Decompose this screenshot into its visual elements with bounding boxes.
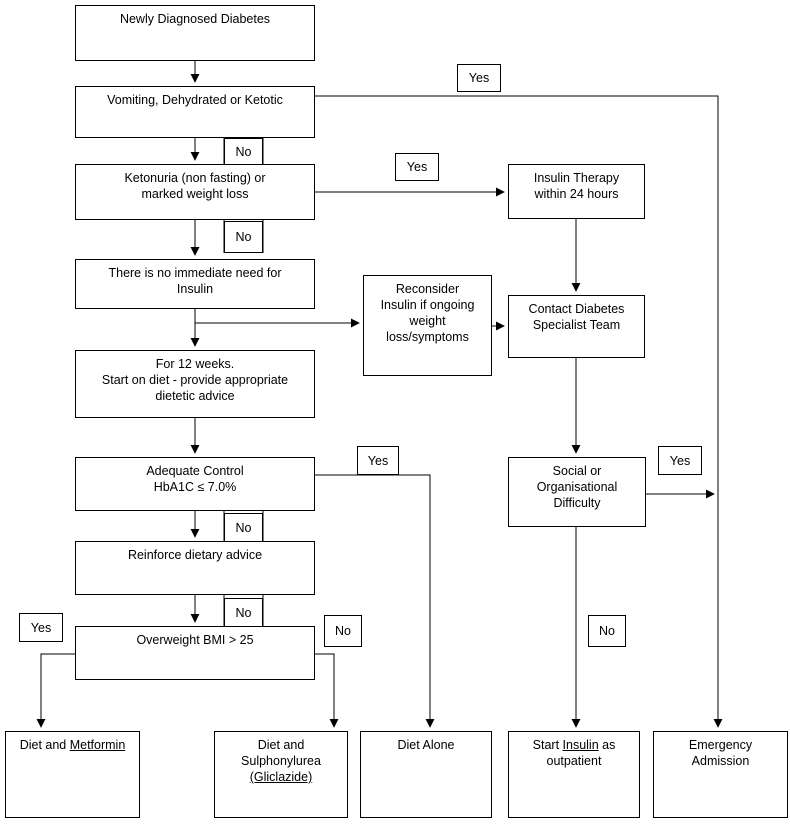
node-for-12-weeks-diet[interactable]: For 12 weeks. Start on diet - provide ap… — [75, 350, 315, 418]
node-label-plain-1: Start — [532, 738, 563, 752]
edge-label-no-adequate: No — [224, 513, 263, 542]
node-label: Newly Diagnosed Diabetes — [119, 12, 271, 26]
node-label-line-1: Ketonuria (non fasting) or — [124, 171, 266, 185]
node-label-line-1: Social or — [552, 464, 602, 478]
edge-label-yes-overweight: Yes — [19, 613, 63, 642]
node-label-line-2: Admission — [691, 754, 750, 768]
node-label: Diet Alone — [397, 738, 455, 752]
node-diet-alone[interactable]: Diet Alone — [360, 731, 492, 818]
node-label-line-1: Contact Diabetes — [528, 302, 625, 316]
edge-vomiting-yes-emergency — [315, 95, 723, 728]
node-social-or-organisational-difficulty[interactable]: Social or Organisational Difficulty — [508, 457, 646, 527]
node-no-immediate-need-for-insulin[interactable]: There is no immediate need for Insulin — [75, 259, 315, 309]
node-label-line-3: weight — [409, 314, 446, 328]
node-label-line-2: Organisational — [536, 480, 618, 494]
node-label-line-3: Difficulty — [553, 496, 601, 510]
edge-overweight-no-sulphonylurea — [315, 653, 339, 728]
node-overweight-bmi[interactable]: Overweight BMI > 25 — [75, 626, 315, 680]
node-label-line-1: There is no immediate need for — [108, 266, 282, 280]
node-label-line-3: dietetic advice — [155, 389, 235, 403]
node-label-line-1: Diet and Metformin — [6, 737, 139, 753]
node-label-line-2: Start on diet - provide appropriate — [101, 373, 289, 387]
node-label-plain-2: as — [598, 738, 616, 752]
node-newly-diagnosed-diabetes[interactable]: Newly Diagnosed Diabetes — [75, 5, 315, 61]
node-label-line-2: Insulin if ongoing — [380, 298, 475, 312]
node-label-line-2: Specialist Team — [532, 318, 621, 332]
edge-adequate-yes-diet-alone — [315, 474, 435, 728]
node-ketonuria-or-weight-loss[interactable]: Ketonuria (non fasting) or marked weight… — [75, 164, 315, 220]
node-label-line-1: Start Insulin as — [509, 737, 639, 753]
node-adequate-control-hba1c[interactable]: Adequate Control HbA1C ≤ 7.0% — [75, 457, 315, 511]
node-diet-and-metformin[interactable]: Diet and Metformin — [5, 731, 140, 818]
edge-label-no-social: No — [588, 615, 626, 647]
node-label-plain: Diet and — [19, 738, 70, 752]
node-label-line-2: within 24 hours — [534, 187, 619, 201]
node-label-line-1: Emergency — [688, 738, 753, 752]
node-vomiting-dehydrated-or-ketotic[interactable]: Vomiting, Dehydrated or Ketotic — [75, 86, 315, 138]
node-label-line-2: Sulphonylurea — [241, 754, 321, 768]
node-label: Vomiting, Dehydrated or Ketotic — [107, 93, 283, 107]
edge-label-yes-adequate: Yes — [357, 446, 399, 475]
node-label-line-1: Diet and — [257, 738, 305, 752]
node-label-line-2: outpatient — [546, 754, 602, 768]
node-label-line-2: Insulin — [176, 282, 214, 296]
node-emergency-admission[interactable]: Emergency Admission — [653, 731, 788, 818]
node-label-line-1: Reconsider — [395, 282, 460, 296]
node-label: Reinforce dietary advice — [127, 548, 263, 562]
edge-label-no-ketonuria: No — [224, 221, 263, 253]
node-diet-and-sulphonylurea[interactable]: Diet and Sulphonylurea (Gliclazide) — [214, 731, 348, 818]
node-contact-diabetes-specialist-team[interactable]: Contact Diabetes Specialist Team — [508, 295, 645, 358]
node-reinforce-dietary-advice[interactable]: Reinforce dietary advice — [75, 541, 315, 595]
edge-label-no-vomiting: No — [224, 138, 263, 165]
node-reconsider-insulin[interactable]: Reconsider Insulin if ongoing weight los… — [363, 275, 492, 376]
node-label-underlined: Metformin — [69, 738, 126, 752]
edge-label-yes-social: Yes — [658, 446, 702, 475]
edge-label-yes-ketonuria: Yes — [395, 153, 439, 181]
node-label-line-4: loss/symptoms — [386, 330, 469, 344]
node-insulin-therapy-within-24-hours[interactable]: Insulin Therapy within 24 hours — [508, 164, 645, 219]
node-start-insulin-as-outpatient[interactable]: Start Insulin as outpatient — [508, 731, 640, 818]
node-label-line-3: (Gliclazide) — [249, 770, 313, 784]
node-label-line-2: HbA1C ≤ 7.0% — [153, 480, 237, 494]
node-label-line-1: For 12 weeks. — [155, 357, 235, 371]
edge-overweight-yes-metformin — [36, 653, 75, 728]
edge-label-no-overweight: No — [324, 615, 362, 647]
edge-label-yes-vomiting: Yes — [457, 64, 501, 92]
edge-label-no-reinforce: No — [224, 598, 263, 627]
node-label-underlined: Insulin — [562, 738, 599, 752]
node-label: Overweight BMI > 25 — [136, 633, 254, 647]
node-label-line-2: marked weight loss — [141, 187, 249, 201]
node-label-line-1: Insulin Therapy — [533, 171, 620, 185]
node-label-line-1: Adequate Control — [146, 464, 244, 478]
